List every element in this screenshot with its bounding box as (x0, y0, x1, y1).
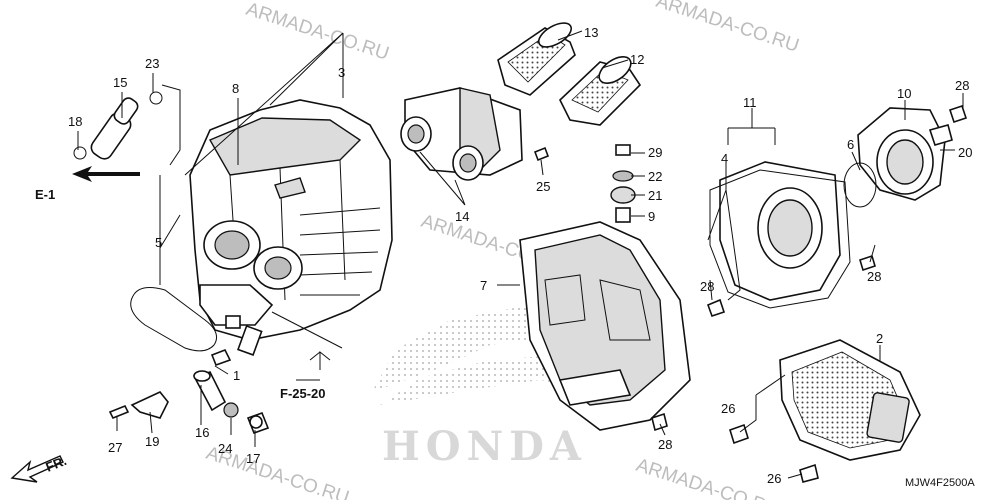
part-label-13: 13 (584, 25, 598, 40)
part-label-23: 23 (145, 56, 159, 71)
air-duct-part (651, 104, 968, 432)
part-label-27: 27 (108, 440, 122, 455)
part-label-28: 28 (658, 437, 672, 452)
honda-wordmark: HONDA (382, 423, 587, 470)
ref-f2520-label: F-25-20 (280, 386, 326, 401)
part-label-2: 2 (876, 331, 883, 346)
part-label-18: 18 (68, 114, 82, 129)
part-label-19: 19 (145, 434, 159, 449)
part-label-6: 6 (847, 137, 854, 152)
lower-hose-parts (108, 348, 270, 435)
part-label-26: 26 (721, 401, 735, 416)
part-label-15: 15 (113, 75, 127, 90)
drain-tube-part (73, 91, 163, 160)
part-label-16: 16 (195, 425, 209, 440)
front-label: FR. (44, 453, 69, 475)
front-direction-arrow: FR. (10, 453, 69, 483)
part-label-14: 14 (455, 209, 469, 224)
leader-lines (77, 30, 964, 479)
part-label-7: 7 (480, 278, 487, 293)
part-label-21: 21 (648, 188, 662, 203)
part-label-29: 29 (648, 145, 662, 160)
cover-part (709, 161, 851, 309)
gasket-part (130, 287, 217, 352)
part-label-28: 28 (867, 269, 881, 284)
part-number-labels: 3 8 15 23 18 5 1 16 24 17 19 27 13 12 14… (68, 25, 972, 486)
part-label-3: 3 (338, 65, 345, 80)
part-label-1: 1 (233, 368, 240, 383)
part-label-24: 24 (218, 441, 232, 456)
watermark-text: ARMADA-CO.RU (633, 455, 781, 500)
part-label-11: 11 (743, 95, 757, 110)
part-label-28: 28 (955, 78, 969, 93)
air-funnel-parts (400, 22, 642, 181)
bolt-stack-parts (610, 144, 636, 223)
air-filter-element-part (729, 339, 921, 483)
part-label-10: 10 (897, 86, 911, 101)
part-label-5: 5 (155, 235, 162, 250)
watermark-text: ARMADA-CO.RU (653, 0, 801, 57)
part-label-12: 12 (630, 52, 644, 67)
part-label-26: 26 (767, 471, 781, 486)
part-label-8: 8 (232, 81, 239, 96)
part-label-4: 4 (721, 151, 728, 166)
part-label-22: 22 (648, 169, 662, 184)
lower-case-part (519, 221, 691, 431)
part-label-28: 28 (700, 279, 714, 294)
part-label-20: 20 (958, 145, 972, 160)
watermark-text: ARMADA-CO.RU (243, 0, 391, 65)
e1-reference: E-1 (35, 166, 140, 202)
part-label-25: 25 (536, 179, 550, 194)
diagram-code: MJW4F2500A (905, 477, 975, 489)
part-label-9: 9 (648, 209, 655, 224)
ref-e1-label: E-1 (35, 187, 55, 202)
air-cleaner-case-part (189, 99, 393, 356)
part-label-17: 17 (246, 451, 260, 466)
f2520-reference: F-25-20 (280, 386, 326, 401)
